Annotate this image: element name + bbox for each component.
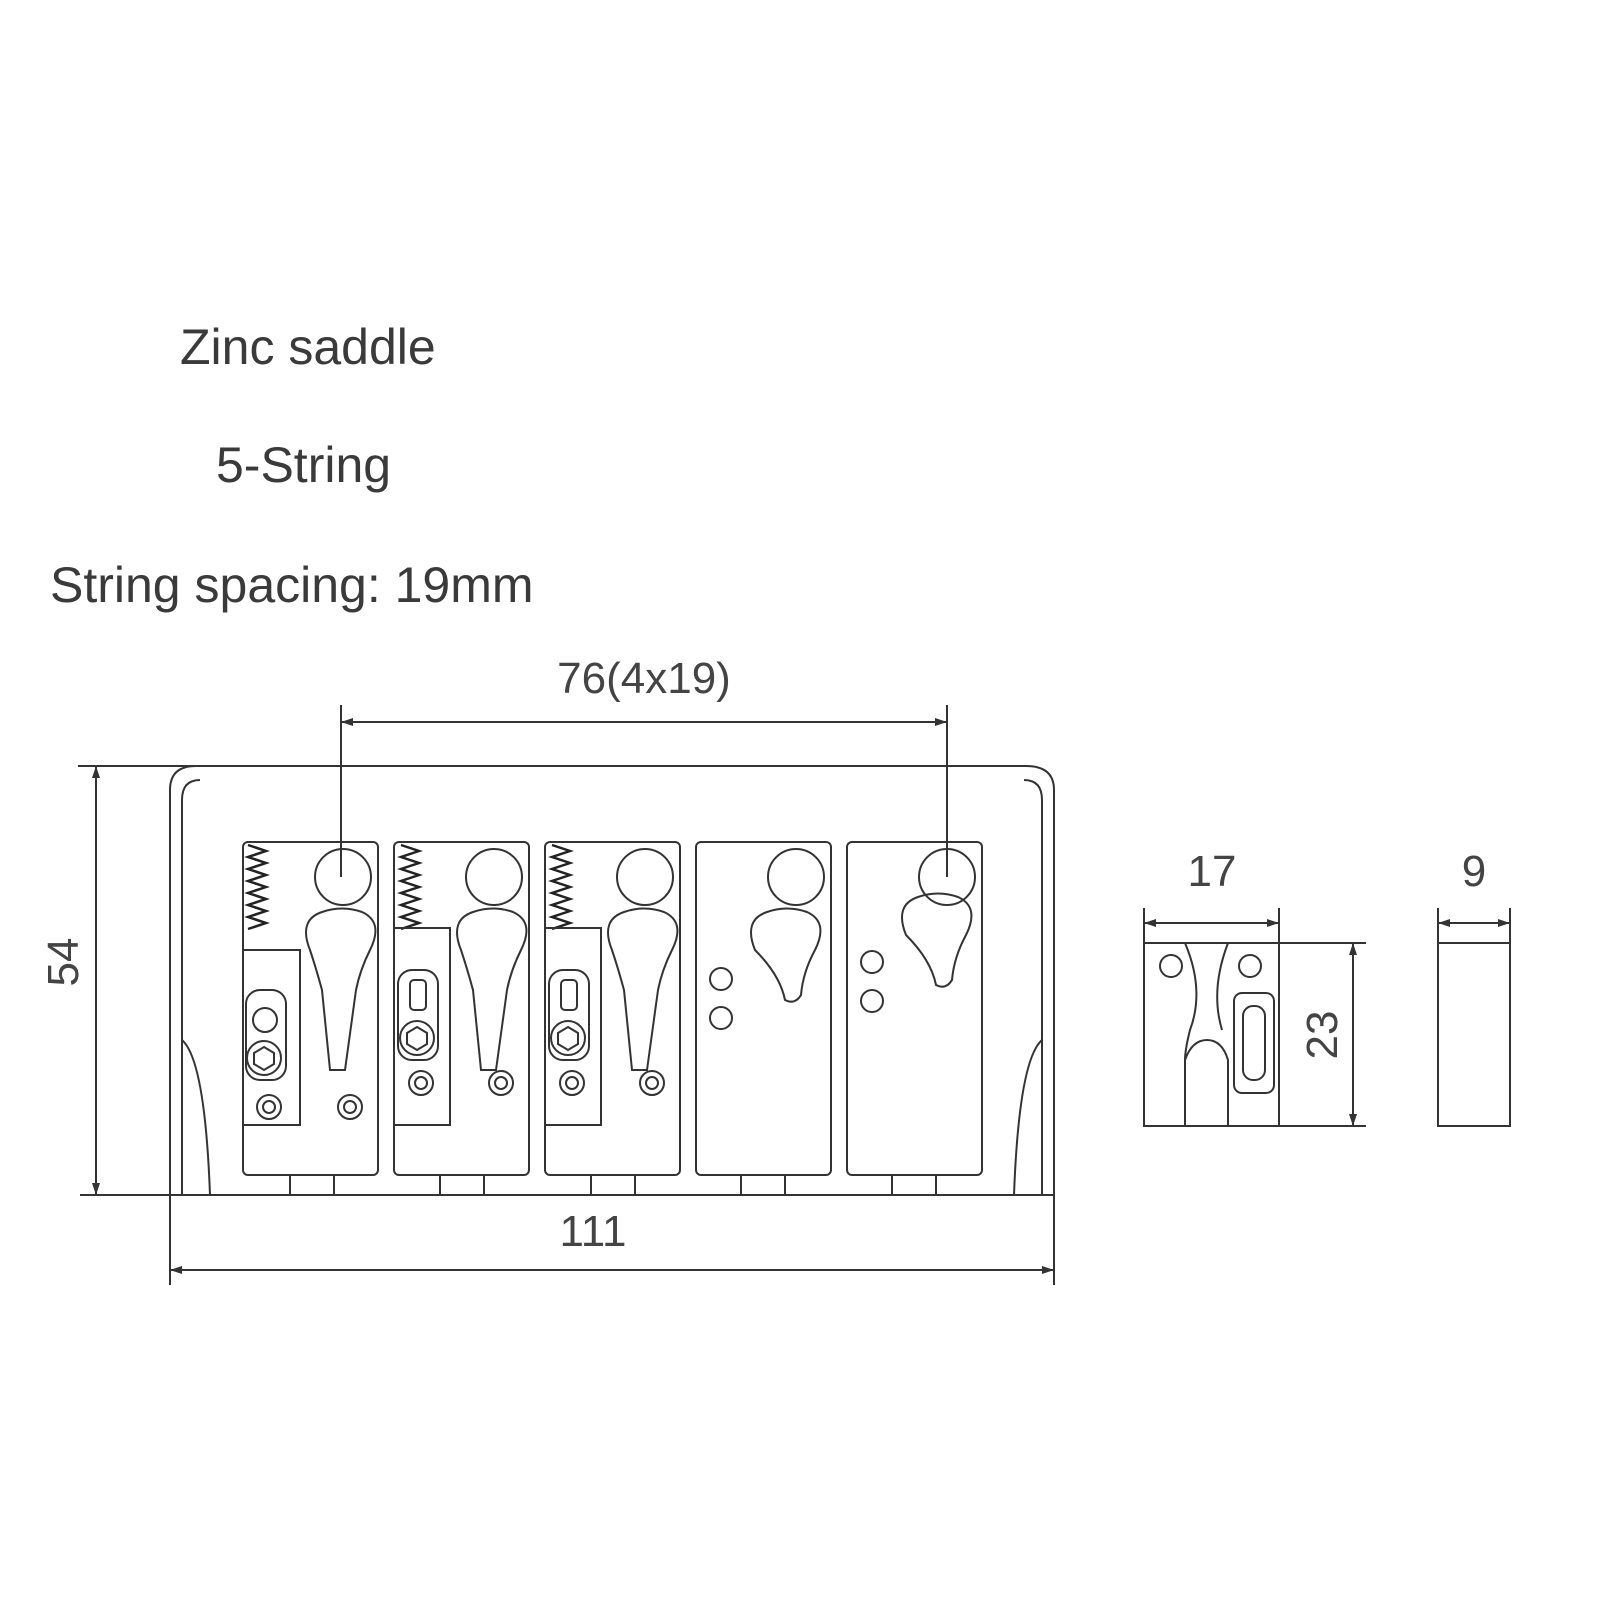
- saddle-front-view: [1143, 908, 1366, 1127]
- intonation-spring-icon: [550, 843, 572, 931]
- bridge-baseplate: [80, 765, 1055, 1196]
- width-label: 111: [560, 1207, 627, 1256]
- string-span-label: 76(4x19): [557, 654, 731, 703]
- string-count-label: 5-String: [216, 437, 392, 493]
- saddle-3: [544, 841, 681, 1195]
- height-label: 54: [39, 938, 88, 987]
- intonation-spring-icon: [246, 843, 268, 931]
- saddle-thickness-label: 9: [1462, 847, 1486, 896]
- saddle-2: [393, 841, 530, 1195]
- intonation-spring-icon: [399, 843, 421, 931]
- dimension-height: 54: [39, 765, 196, 1195]
- string-spacing-label: String spacing: 19mm: [50, 557, 534, 613]
- saddle-4: [695, 841, 832, 1195]
- dimension-string-span: 76(4x19): [340, 654, 948, 877]
- diagram-title: Zinc saddle: [180, 319, 436, 375]
- saddle-height-label: 23: [1298, 1011, 1347, 1060]
- dimension-width: 111: [169, 1195, 1055, 1285]
- saddle-side-view: [1437, 908, 1511, 1127]
- saddle-5: [846, 841, 983, 1195]
- saddle-1: [242, 841, 379, 1195]
- saddle-width-label: 17: [1188, 847, 1237, 896]
